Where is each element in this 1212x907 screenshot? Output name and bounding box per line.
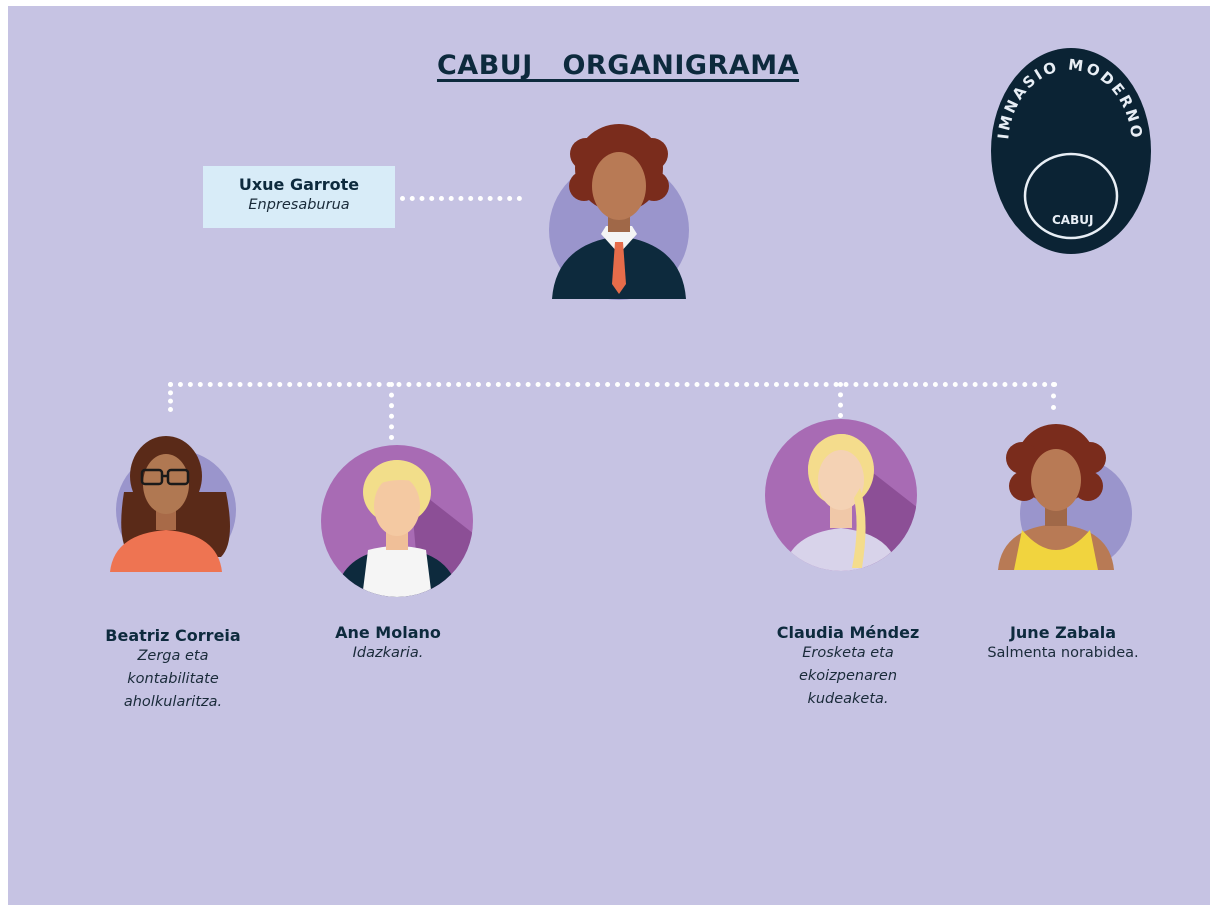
ceo-name-box: Uxue Garrote Enpresaburua <box>203 166 395 228</box>
member-role-line: Zerga eta <box>137 648 209 664</box>
member-role-line: Idazkaria. <box>352 645 424 661</box>
claudia-avatar-icon <box>765 419 917 571</box>
member-name: Claudia Méndez <box>776 623 920 642</box>
gimnasio-logo: GIMNASIO MODERNOA CABUJ <box>979 34 1151 254</box>
connector-drop-1 <box>168 382 173 412</box>
ane-avatar-icon <box>321 445 473 597</box>
team-member-3: Claudia Méndez Erosketa eta ekoizpenaren… <box>748 623 948 711</box>
june-avatar-icon <box>998 424 1132 570</box>
member-role-line: ekoizpenaren <box>798 668 898 684</box>
chart-title: CABUJ ORGANIGRAMA <box>436 50 800 81</box>
logo-inner-text: CABUJ <box>1052 213 1093 227</box>
team-member-2: Ane Molano Idazkaria. <box>298 623 478 665</box>
beatriz-avatar-icon <box>110 436 236 572</box>
member-name: Beatriz Correia <box>105 626 241 645</box>
org-chart-canvas: CABUJ ORGANIGRAMA GIMNASIO MODERNOA CABU… <box>8 6 1210 905</box>
connector-drop-3 <box>838 382 843 418</box>
member-role-line: Erosketa eta <box>802 645 894 661</box>
team-member-1: Beatriz Correia Zerga eta kontabilitate … <box>78 626 268 714</box>
ceo-name: Uxue Garrote <box>238 175 360 194</box>
connector-drop-2 <box>389 382 394 440</box>
team-connector-line <box>168 382 1058 387</box>
member-role-line: kontabilitate <box>127 671 219 687</box>
member-role-line: Salmenta norabidea. <box>987 645 1139 661</box>
member-role-line: kudeaketa. <box>807 691 889 707</box>
ceo-connector <box>400 196 522 201</box>
member-role-line: aholkularitza. <box>123 694 223 710</box>
member-name: Ane Molano <box>335 623 441 642</box>
ceo-avatar-icon <box>549 124 689 300</box>
team-member-4: June Zabala Salmenta norabidea. <box>963 623 1163 665</box>
connector-drop-4 <box>1051 382 1056 410</box>
member-name: June Zabala <box>1009 623 1117 642</box>
ceo-role: Enpresaburua <box>248 197 350 213</box>
